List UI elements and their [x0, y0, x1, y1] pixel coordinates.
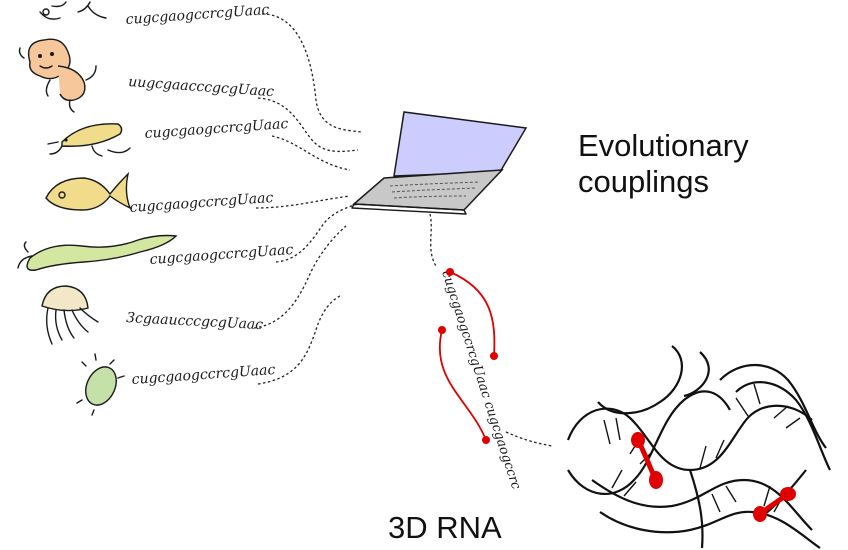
- rna-3d-structure: [566, 345, 831, 549]
- monkey-icon: [18, 38, 97, 113]
- worm-icon: [17, 234, 178, 271]
- jellyfish-icon: [41, 285, 99, 345]
- cell-icon: [76, 353, 125, 416]
- sequence-cell: cugcgaogccrcgUaac: [131, 362, 276, 388]
- sequence-fish: cugcgaogccrcgUaac: [129, 190, 274, 216]
- 3d-rna-label: 3D RNA: [388, 510, 502, 545]
- sequence-connectors: [253, 13, 363, 385]
- folded-sequence: cugcgaogccrcgUaac cugcgaogccrc: [438, 269, 523, 492]
- laptop-icon: [351, 111, 528, 215]
- fish-icon: [45, 171, 132, 211]
- sequence-jellyfish: 3cgaaucccgcgUaac: [126, 310, 264, 333]
- laptop-to-sequence-connector: [429, 213, 437, 267]
- evolutionary-couplings-line2: couplings: [578, 164, 709, 199]
- bird-icon: [39, 1, 107, 20]
- folded-sequence-tail: [505, 431, 553, 447]
- evolutionary-couplings-label: Evolutionary couplings: [578, 128, 749, 200]
- coupling-links: [438, 268, 498, 444]
- sequence-monkey: uugcgaacccgcgUaac: [128, 74, 275, 100]
- evolutionary-couplings-line1: Evolutionary: [578, 128, 749, 163]
- sequence-mouse: cugcgaogccrcgUaac: [144, 116, 289, 142]
- sequence-bird: cugcgaogccrcgUaac: [125, 2, 270, 28]
- mouse-icon: [47, 123, 131, 157]
- sequence-worm: cugcgaogccrcgUaac: [149, 242, 294, 268]
